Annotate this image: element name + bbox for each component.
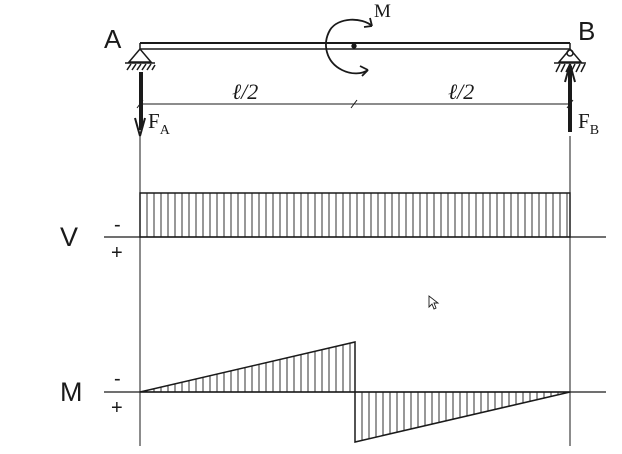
mouse-pointer-icon xyxy=(428,295,440,310)
reaction-force-a xyxy=(134,72,146,137)
force-a-subscript: A xyxy=(160,123,171,138)
support-b-label: B xyxy=(578,16,595,46)
support-a-label: A xyxy=(104,24,122,54)
pin-support-icon xyxy=(125,47,156,71)
span-left-label: ℓ/2 xyxy=(232,79,258,104)
force-b-label: FB xyxy=(578,109,599,138)
force-b-symbol: F xyxy=(578,109,590,133)
shear-plus-sign: + xyxy=(111,242,123,264)
extension-lines xyxy=(139,136,571,446)
moment-axis-label: M xyxy=(60,377,83,407)
reaction-force-b xyxy=(564,63,576,132)
clockwise-moment-arrow-icon xyxy=(325,17,373,77)
moment-minus-sign: - xyxy=(114,368,121,390)
force-a-symbol: F xyxy=(148,109,160,133)
beam xyxy=(139,42,571,50)
moment-right-triangle xyxy=(354,391,571,443)
shear-block xyxy=(139,192,571,238)
moment-label: M xyxy=(374,1,391,22)
moment-plus-sign: + xyxy=(111,397,123,419)
moment-left-triangle xyxy=(139,341,356,393)
force-a-label: FA xyxy=(148,109,171,138)
moment-diagram xyxy=(104,341,606,443)
shear-axis-label: V xyxy=(60,222,78,252)
shear-diagram xyxy=(104,192,606,238)
span-dimension xyxy=(136,99,574,109)
span-right-label: ℓ/2 xyxy=(448,79,474,104)
force-b-subscript: B xyxy=(590,123,599,138)
moment-hatching xyxy=(146,343,566,441)
shear-minus-sign: - xyxy=(114,214,121,236)
shear-hatching xyxy=(146,193,568,237)
